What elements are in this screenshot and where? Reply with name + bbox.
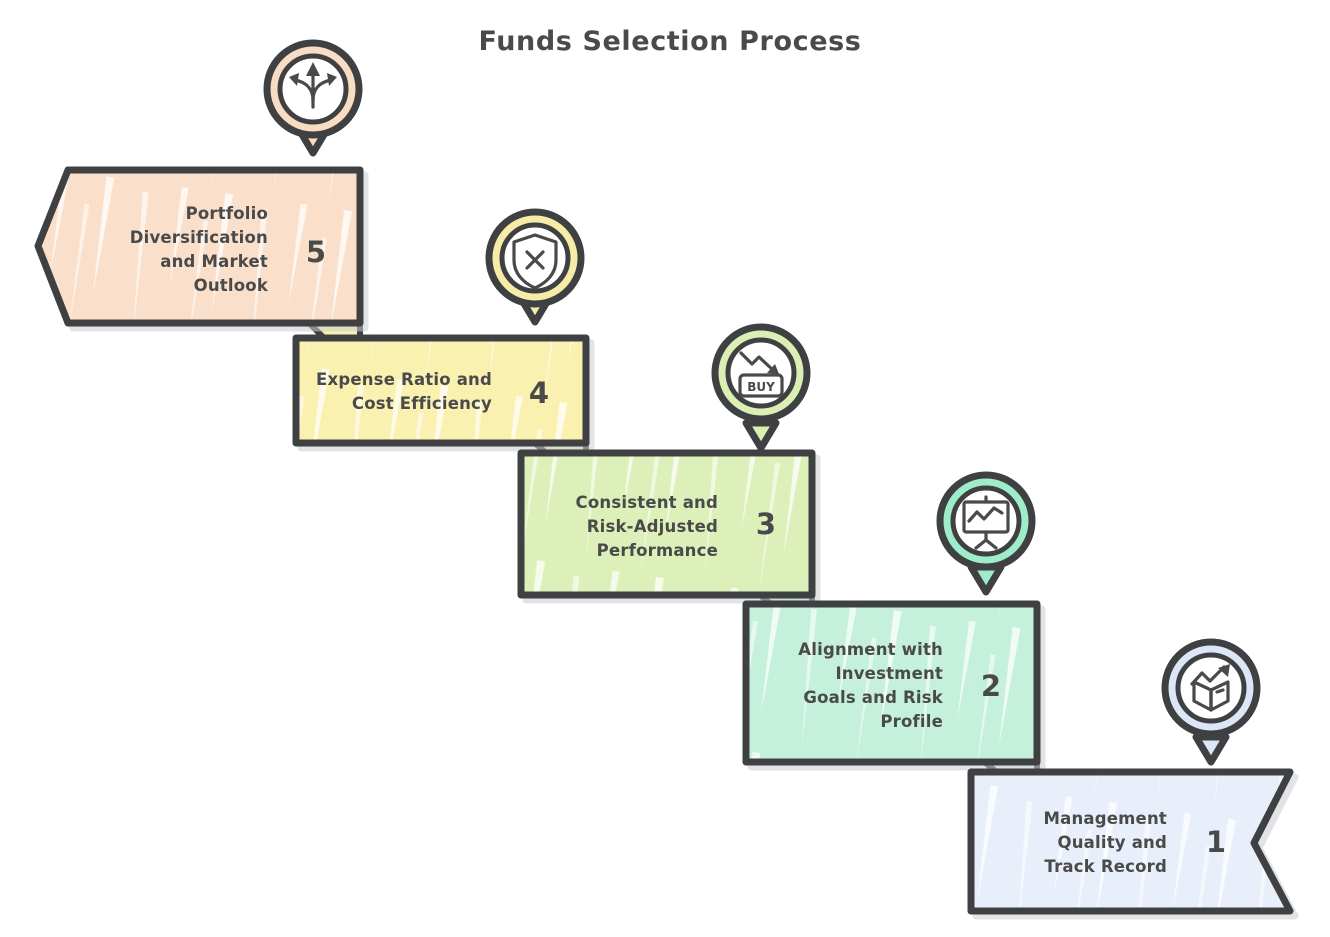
step-4-outline [292, 334, 590, 447]
shield-x-icon [512, 233, 558, 290]
step-1-label-line-1: Management [1044, 809, 1167, 828]
step-3-number: 3 [756, 507, 776, 541]
presentation-chart-icon [962, 495, 1010, 550]
book-growth-icon [1190, 664, 1230, 712]
pin-marker-4[interactable] [485, 208, 585, 326]
step-1-texture [971, 772, 1290, 911]
step-3-label-line-2: Risk-Adjusted [587, 517, 718, 536]
step-3-texture [521, 453, 812, 595]
step-band-3[interactable]: Consistent and Risk-Adjusted Performance… [515, 448, 821, 604]
step-2-label-line-1: Alignment with [798, 640, 943, 659]
step-4-texture [296, 338, 586, 443]
step-4-label-line-1: Expense Ratio and [316, 370, 492, 389]
step-band-1[interactable]: Management Quality and Track Record 1 [965, 767, 1300, 920]
step-1-number: 1 [1206, 825, 1226, 859]
step-2-label-line-2: Investment [835, 664, 943, 683]
step-4-label-line-2: Cost Efficiency [352, 394, 492, 413]
pin-marker-5[interactable] [263, 39, 363, 157]
step-3-label-line-1: Consistent and [576, 493, 718, 512]
step-2-texture [746, 604, 1037, 762]
page-title: Funds Selection Process [479, 26, 862, 57]
step-2-label-line-4: Profile [880, 712, 943, 731]
step-5-texture [38, 170, 360, 323]
step-band-4[interactable]: Expense Ratio and Cost Efficiency 4 [290, 333, 595, 452]
step-2-outline [742, 600, 1041, 766]
step-3-label-line-3: Performance [597, 541, 718, 560]
step-1-label-line-3: Track Record [1044, 857, 1167, 876]
step-5-number: 5 [306, 235, 326, 269]
pin-marker-1[interactable] [1161, 638, 1261, 766]
step-3-outline [517, 449, 816, 599]
step-2-label-line-3: Goals and Risk [803, 688, 943, 707]
step-band-2[interactable]: Alignment with Investment Goals and Risk… [740, 599, 1046, 771]
step-1-label-line-2: Quality and [1058, 833, 1168, 852]
step-4-number: 4 [529, 376, 549, 410]
pin-marker-2[interactable] [936, 471, 1036, 596]
step-5-label-line-1: Portfolio [186, 204, 268, 223]
diverging-arrows-icon [289, 62, 337, 109]
buy-chart-down-icon: BUY [738, 351, 784, 398]
step-band-5[interactable]: Portfolio Diversification and Market Out… [30, 165, 370, 332]
step-5-label-line-2: Diversification [130, 228, 268, 247]
step-5-label-line-4: Outlook [194, 276, 269, 295]
step-5-outline [34, 166, 364, 327]
step-5-label-line-3: and Market [160, 252, 268, 271]
step-1-outline [967, 768, 1294, 915]
svg-text:BUY: BUY [747, 380, 775, 394]
pin-marker-3[interactable]: BUY [711, 323, 811, 452]
step-2-number: 2 [981, 669, 1001, 703]
